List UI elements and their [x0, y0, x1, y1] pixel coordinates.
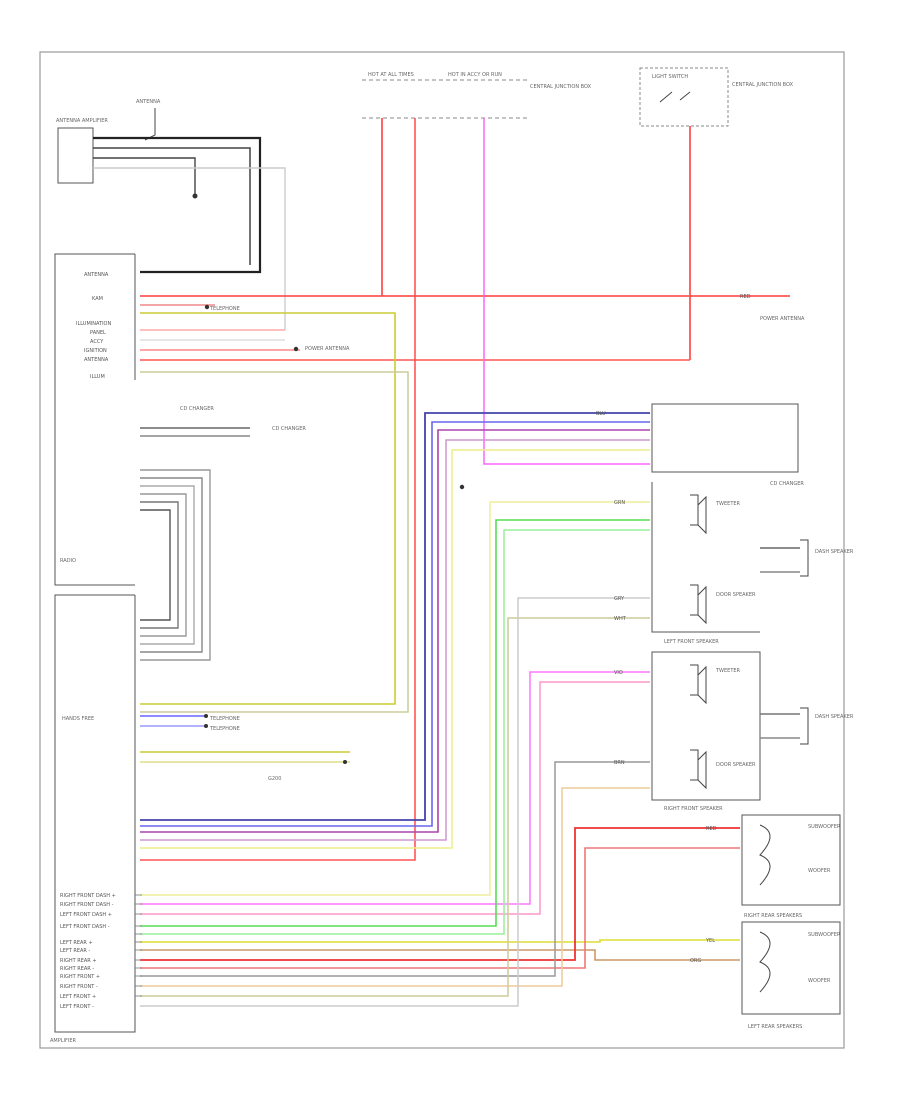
amp-pin-3: LEFT FRONT DASH - — [60, 924, 110, 930]
rf-tweeter-label: TWEETER — [715, 668, 741, 674]
amp-pin-1: RIGHT FRONT DASH - — [60, 902, 114, 908]
telephone-label-1: TELEPHONE — [209, 716, 240, 722]
telephone-label-top: TELEPHONE — [209, 306, 240, 312]
radio-pin-4: ACCY — [90, 339, 104, 345]
amp-pin-2: LEFT FRONT DASH + — [60, 912, 112, 918]
rr-woofer-label: WOOFER — [808, 868, 831, 874]
right-front-speaker-label: RIGHT FRONT SPEAKER — [664, 806, 723, 812]
lr-dual-label: SUBWOOFER — [808, 932, 841, 938]
right-rear-speaker-label: RIGHT REAR SPEAKERS — [744, 913, 802, 919]
antenna-lead — [144, 108, 156, 141]
wire-code-grn: GRN — [614, 500, 625, 506]
light-switch-note: CENTRAL JUNCTION BOX — [732, 82, 794, 88]
radio-pin-0: ANTENNA — [84, 272, 109, 278]
fuse-box-label: CENTRAL JUNCTION BOX — [530, 84, 592, 90]
wire-code-vio: VIO — [614, 670, 623, 676]
left-front-speaker-box — [651, 482, 760, 633]
light-switch-box — [639, 67, 729, 127]
cd-changer-ref-label: CD CHANGER — [180, 406, 214, 412]
fuse-hot-label: HOT AT ALL TIMES — [368, 72, 414, 78]
amp-pin-7: RIGHT REAR - — [60, 966, 94, 972]
lf-door-speaker-label: DOOR SPEAKER — [716, 592, 756, 598]
radio-pin-2: ILLUMINATION — [76, 321, 111, 327]
power-antenna-right-label: POWER ANTENNA — [760, 316, 805, 322]
amp-pin-9: RIGHT FRONT - — [60, 984, 98, 990]
amp-pin-10: LEFT FRONT + — [60, 994, 96, 1000]
light-switch-label: LIGHT SWITCH — [652, 74, 688, 80]
wire-code-red: RED — [740, 294, 751, 300]
rf-door-speaker-label: DOOR SPEAKER — [716, 762, 756, 768]
power-antenna-label: POWER ANTENNA — [305, 346, 350, 352]
amplifier-label: AMPLIFIER — [50, 1038, 77, 1044]
amp-pin-6: RIGHT REAR + — [60, 958, 97, 964]
wire-code-gry: GRY — [614, 596, 625, 602]
radio-pin-6: ANTENNA — [84, 357, 109, 363]
radio-box — [54, 253, 135, 586]
left-front-speaker-label: LEFT FRONT SPEAKER — [664, 639, 719, 645]
wire-color-codes: RED RED YEL GRN VIO BLU ORG BRN GRY WHT — [596, 294, 751, 964]
radio-pin-1: KAM — [92, 296, 103, 302]
radio-label: RADIO — [60, 558, 76, 564]
amp-pin-8: RIGHT FRONT + — [60, 974, 100, 980]
cd-changer-label: CD CHANGER — [770, 481, 804, 487]
wire-code-yel: YEL — [705, 938, 715, 944]
rr-dual-label: SUBWOOFER — [808, 824, 841, 830]
rf-dash-speaker-label: DASH SPEAKER — [815, 714, 854, 720]
telephone-label-2: TELEPHONE — [209, 726, 240, 732]
radio-pin-7: ILLUM — [90, 374, 105, 380]
cd-changer-ref-label-2: CD CHANGER — [272, 426, 306, 432]
right-rear-speaker-box — [741, 814, 841, 906]
ground-label: G200 — [268, 776, 281, 782]
wire-harness — [93, 118, 800, 1007]
diagram-frame — [39, 51, 845, 1049]
antenna-amplifier-label: ANTENNA AMPLIFIER — [56, 118, 108, 124]
hands-free-label: HANDS FREE — [62, 716, 94, 722]
amplifier-pin-labels: RIGHT FRONT DASH + RIGHT FRONT DASH - LE… — [60, 893, 116, 1010]
cd-changer-box — [651, 403, 799, 473]
light-switch-contacts — [659, 91, 691, 103]
left-rear-speaker-box — [741, 921, 841, 1015]
amplifier-connector-ticks — [135, 894, 142, 997]
fuse-accy-label: HOT IN ACCY OR RUN — [448, 72, 502, 78]
radio-pin-3: PANEL — [90, 330, 106, 336]
wire-code-blu: BLU — [596, 411, 606, 417]
wire-code-red-2: RED — [706, 826, 717, 832]
right-front-speaker-box — [651, 651, 761, 801]
speaker-coils — [690, 494, 809, 993]
wire-code-brn: BRN — [614, 760, 625, 766]
amp-pin-0: RIGHT FRONT DASH + — [60, 893, 116, 899]
left-rear-speaker-label: LEFT REAR SPEAKERS — [748, 1024, 802, 1030]
radio-pin-5: IGNITION — [84, 348, 107, 354]
amp-pin-4: LEFT REAR + — [60, 940, 93, 946]
wire-code-org: ORG — [690, 958, 701, 964]
lf-tweeter-label: TWEETER — [715, 501, 741, 507]
antenna-label: ANTENNA — [136, 99, 161, 105]
radio-pin-labels: ANTENNA KAM ILLUMINATION PANEL ACCY IGNI… — [76, 272, 111, 380]
splice-points — [192, 193, 465, 764]
amp-pin-5: LEFT REAR - — [60, 948, 90, 954]
amplifier-box — [54, 594, 136, 1033]
antenna-amplifier-box — [57, 127, 94, 184]
lf-dash-speaker-label: DASH SPEAKER — [815, 549, 854, 555]
lr-woofer-label: WOOFER — [808, 978, 831, 984]
wire-code-wht: WHT — [614, 616, 627, 622]
amp-pin-11: LEFT FRONT - — [60, 1004, 94, 1010]
